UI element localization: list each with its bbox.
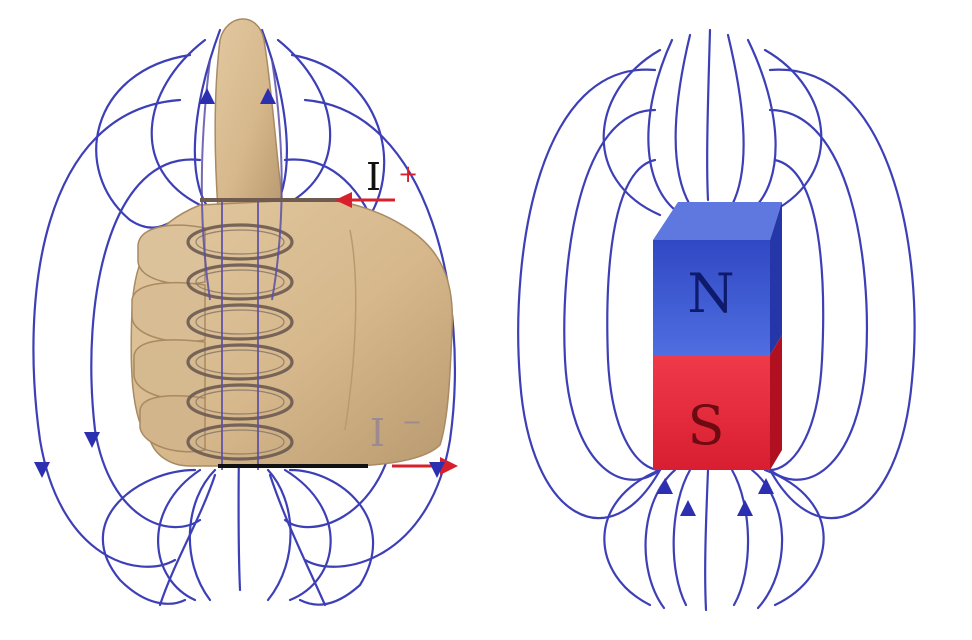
north-label: N (687, 262, 734, 325)
bar-magnet: N S (653, 202, 782, 470)
magnet-side-north (770, 202, 782, 355)
right-field-lines (517, 28, 916, 612)
field-arrow-up-icon (758, 478, 774, 494)
left-panel-right-hand-rule: I + I − (32, 18, 458, 607)
south-pole (653, 355, 770, 470)
field-arrow-up-icon (260, 88, 276, 104)
current-out-label: I (370, 411, 385, 455)
current-in-arrow (335, 192, 395, 208)
magnet-side-south (770, 335, 782, 470)
field-arrow-down-icon (34, 462, 50, 478)
field-arrow-down-icon (84, 432, 100, 448)
field-arrow-down-icon (429, 462, 445, 478)
field-arrow-up-icon (680, 500, 696, 516)
south-label: S (688, 394, 725, 457)
field-arrow-up-icon (737, 500, 753, 516)
solenoid-coil (186, 223, 294, 461)
hand-thumbs-up (130, 18, 454, 468)
field-arrow-up-icon (657, 478, 673, 494)
right-panel-bar-magnet: N S (517, 28, 916, 612)
magnet-top-face (653, 202, 782, 240)
field-arrow-up-icon (199, 88, 215, 104)
current-in-label: I (366, 155, 381, 199)
current-in-sign: + (398, 160, 418, 188)
current-out-sign: − (402, 408, 422, 436)
north-pole (653, 240, 770, 355)
